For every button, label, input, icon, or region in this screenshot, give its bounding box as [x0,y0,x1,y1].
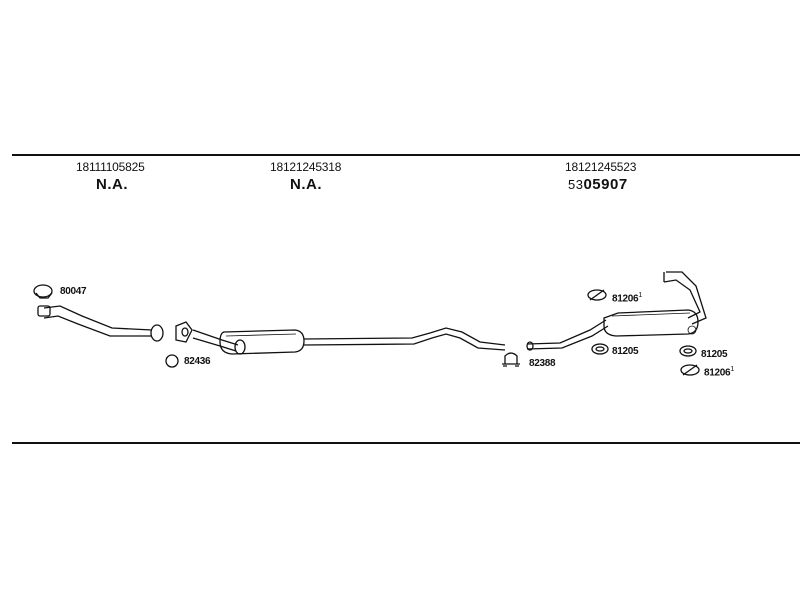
rear-pipe [526,319,609,351]
oem-number-rear: 18121245523 [565,160,637,174]
part-code-rear-main: 05907 [583,176,628,193]
front-pipe [37,305,164,342]
part-note-marker: 1 [638,292,642,299]
part-label-81205-b: 81205 [701,349,728,360]
gasket-ring-icon [165,354,179,368]
part-code-middle: N.A. [290,176,322,193]
ring-icon-b [679,345,697,357]
part-label-81205-a: 81205 [612,346,639,357]
middle-pipe [303,327,506,351]
rear-muffler [603,271,707,337]
part-label-82436: 82436 [184,356,211,367]
part-label-80047: 80047 [60,286,87,297]
top-divider [12,154,800,156]
u-clamp-icon [502,352,520,367]
center-pipe-inlet [175,321,246,355]
part-label-81206-b: 812061 [704,366,734,378]
clamp-icon [33,284,53,299]
oem-number-middle: 18121245318 [270,160,342,174]
part-code-rear: 5305907 [568,176,628,193]
rubber-mount-icon-a [587,289,607,301]
part-number: 81206 [704,367,731,379]
part-number: 81206 [612,293,639,305]
ring-icon-a [591,343,609,355]
part-code-rear-prefix: 53 [568,177,584,192]
part-code-front: N.A. [96,176,128,193]
part-label-81206-a: 812061 [612,292,642,304]
center-muffler [219,329,305,355]
oem-number-front: 18111105825 [76,160,145,174]
bottom-divider [12,442,800,444]
part-label-82388: 82388 [529,358,556,369]
rubber-mount-icon-b [680,364,700,376]
part-note-marker: 1 [730,366,734,373]
